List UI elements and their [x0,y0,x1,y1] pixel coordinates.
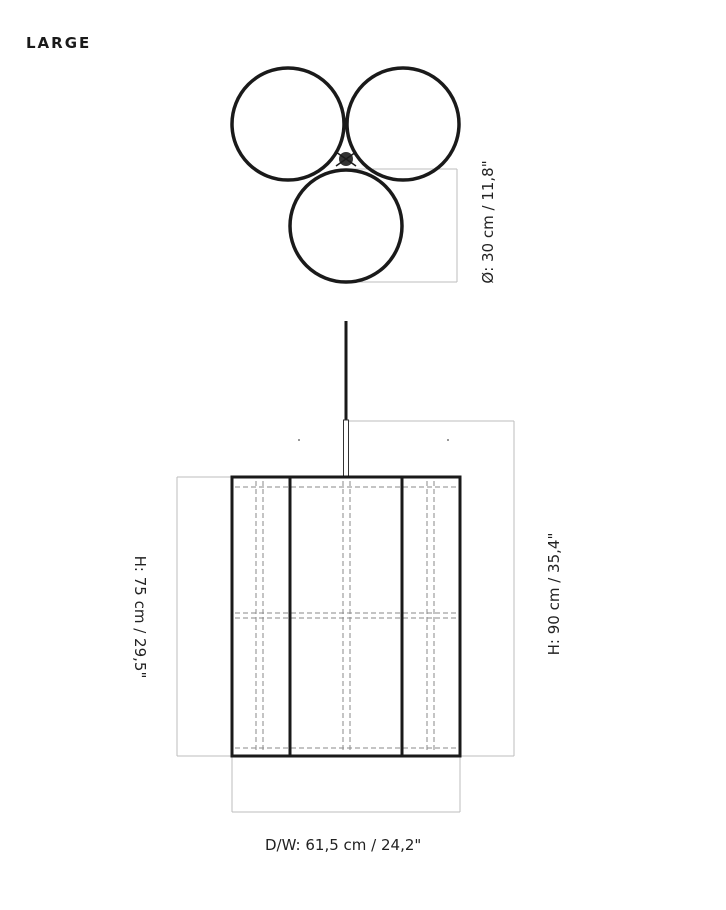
shade-circle-bottom [288,168,404,284]
stray-marks [298,439,449,441]
stem [343,419,349,478]
width-label: D/W: 61,5 cm / 24,2" [265,836,422,854]
shade-circle-left [230,66,346,182]
shade-circle-right [345,66,461,182]
total-height-label: H: 90 cm / 35,4" [545,532,563,656]
dashed-structure [235,481,457,752]
shade-outline [230,475,462,758]
shade-height-label: H: 75 cm / 29,5" [131,555,149,679]
center-hub [335,151,357,167]
side-view [230,475,462,758]
size-heading: LARGE [26,34,92,52]
height-dimension-lines [176,420,515,813]
top-view [230,66,461,284]
diameter-label: Ø: 30 cm / 11,8" [479,160,497,284]
suspension [343,321,349,478]
